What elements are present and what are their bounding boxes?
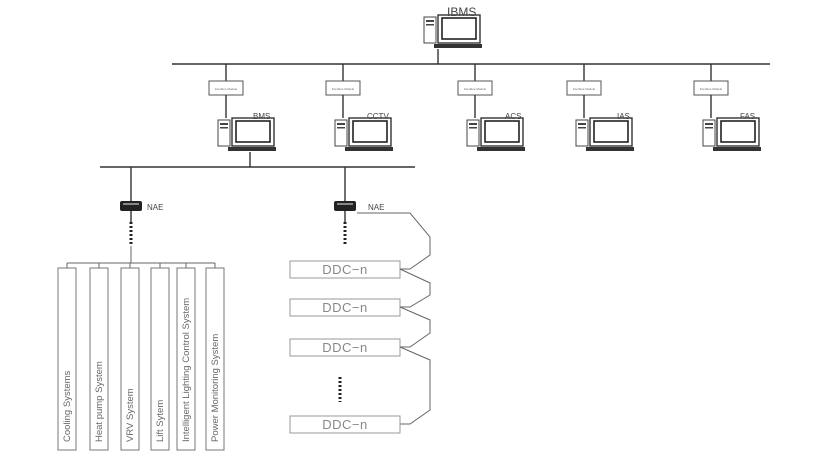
svg-text:DDC−n: DDC−n: [322, 262, 368, 277]
interface-module: Interface Module: [566, 80, 602, 96]
workstation-label: CCTV: [367, 112, 389, 121]
ibms-label: IBMS: [447, 5, 476, 19]
computer-workstation-icon: [423, 14, 483, 49]
network-controller-icon: [120, 201, 142, 211]
svg-text:DDC−n: DDC−n: [322, 300, 368, 315]
controller-label: NAE: [147, 203, 163, 212]
branch-cctv: Interface Module CCTV: [325, 64, 394, 152]
svg-text:DDC−n: DDC−n: [322, 417, 368, 432]
ddc-module: DDC−n: [289, 415, 401, 434]
network-controller-icon: [334, 201, 356, 211]
subsystem-label: Cooling Systems: [62, 370, 73, 442]
svg-text:Interface Module: Interface Module: [700, 87, 723, 91]
svg-text:Interface Module: Interface Module: [573, 87, 596, 91]
computer-workstation-icon: [466, 117, 526, 152]
controller-label: NAE: [368, 203, 384, 212]
subsystem-vrv: VRV System: [120, 263, 140, 451]
subsystem-label: Power Monitoring System: [210, 334, 221, 442]
computer-workstation-icon: [217, 117, 277, 152]
computer-workstation-icon: [702, 117, 762, 152]
subsystem-lift: Lift Sytem: [150, 263, 170, 451]
workstation-label: IAS: [617, 112, 630, 121]
interface-module: Interface Module: [325, 80, 361, 96]
svg-text:Interface Module: Interface Module: [464, 87, 487, 91]
subsystem-lighting: Intelligent Lighting Control System: [176, 263, 196, 451]
subsystem-label: Lift Sytem: [155, 400, 166, 442]
interface-module: Interface Module: [457, 80, 493, 96]
subsystem-heat-pump: Heat pump System: [89, 263, 109, 451]
branch-fas: Interface Module FAS: [693, 64, 762, 152]
branch-acs: Interface Module ACS: [457, 64, 526, 152]
subsystem-power: Power Monitoring System: [205, 263, 225, 451]
svg-text:Interface Module: Interface Module: [332, 87, 355, 91]
svg-text:Interface Module: Interface Module: [215, 87, 238, 91]
ddc-module: DDC−n: [289, 338, 401, 357]
nae-controller-right: NAE: [334, 167, 384, 244]
subsystem-label: Intelligent Lighting Control System: [181, 298, 192, 442]
workstation-label: ACS: [505, 112, 521, 121]
workstation-label: BMS: [253, 112, 270, 121]
workstation-label: FAS: [740, 112, 755, 121]
computer-workstation-icon: [334, 117, 394, 152]
subsystem-label: VRV System: [125, 388, 136, 442]
svg-text:DDC−n: DDC−n: [322, 340, 368, 355]
nae-controller-left: NAE: [120, 167, 163, 246]
branch-ias: Interface Module IAS: [566, 64, 635, 152]
ddc-module: DDC−n: [289, 298, 401, 317]
ibms-workstation: IBMS: [423, 5, 483, 49]
branch-bms: Interface Module BMS: [208, 64, 277, 152]
ddc-chain: DDC−n DDC−n DDC−n DDC−n: [289, 212, 431, 434]
subsystem-label: Heat pump System: [94, 361, 105, 442]
interface-module: Interface Module: [693, 80, 729, 96]
subsystem-cooling: Cooling Systems: [57, 263, 77, 451]
computer-workstation-icon: [575, 117, 635, 152]
interface-module: Interface Module: [208, 80, 244, 96]
ddc-module: DDC−n: [289, 260, 401, 279]
